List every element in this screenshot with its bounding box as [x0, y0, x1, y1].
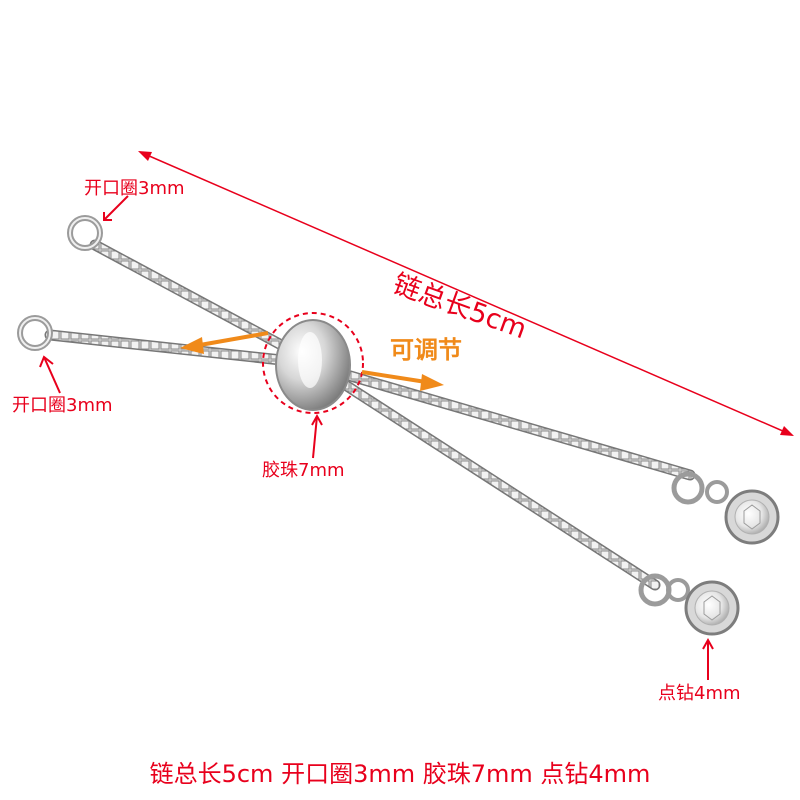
total-length-arrow	[138, 151, 794, 436]
rubber-bead	[262, 312, 364, 414]
label-open-ring-top: 开口圈3mm	[84, 178, 185, 199]
footer-specs: 链总长5cm 开口圈3mm 胶珠7mm 点钻4mm	[149, 760, 651, 788]
label-rubber-bead: 胶珠7mm	[262, 460, 345, 481]
label-dot-stone: 点钻4mm	[658, 683, 741, 704]
label-open-ring-left: 开口圈3mm	[12, 395, 113, 416]
box-chain-lower	[44, 329, 661, 591]
bead-highlight-circle	[262, 312, 364, 414]
stone-charm-upper	[671, 471, 780, 545]
label-adjustable: 可调节	[390, 336, 462, 364]
pointer-arrows	[39, 195, 714, 680]
adjust-arrows	[180, 331, 444, 391]
stone-charm-lower	[638, 573, 740, 636]
box-chain-upper	[89, 239, 696, 481]
